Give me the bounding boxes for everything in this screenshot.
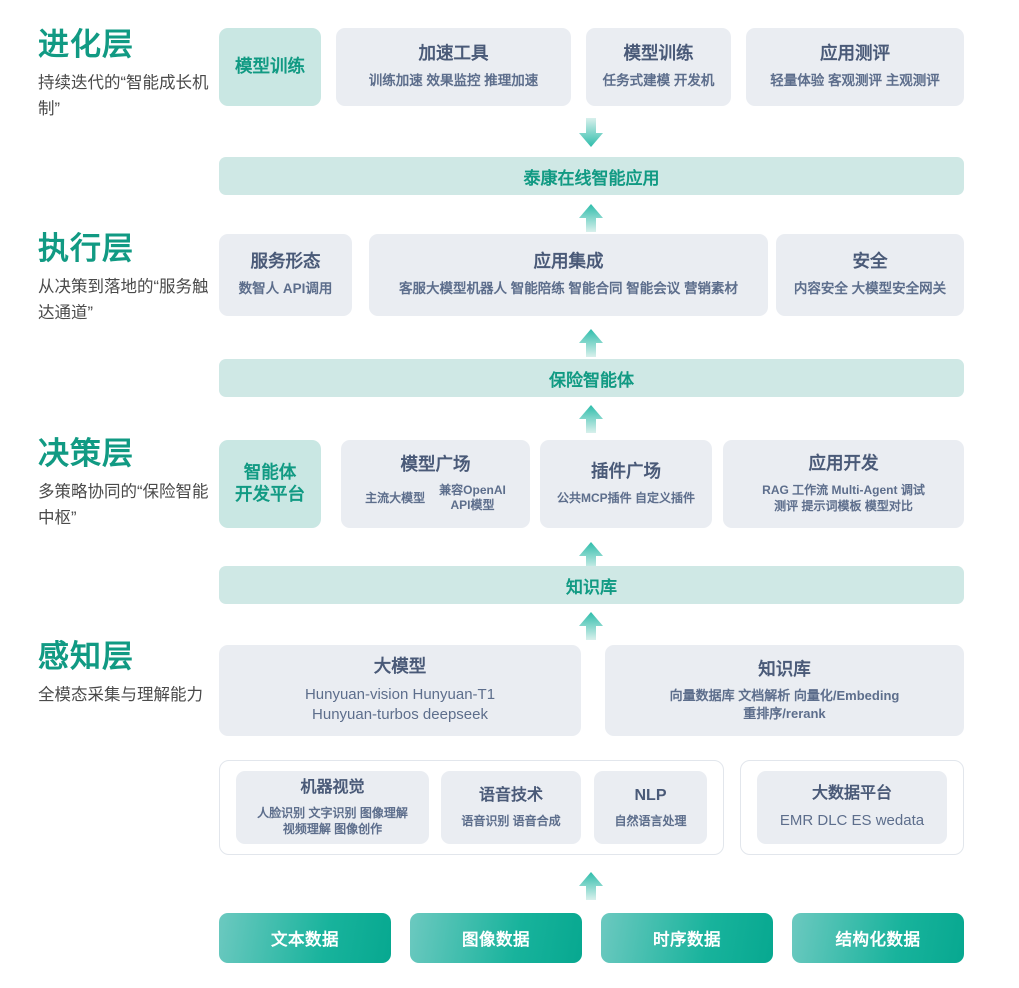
evolution-box-model-training-platform[interactable]: 模型训练 bbox=[219, 28, 321, 106]
data-chip-timeseries[interactable]: 时序数据 bbox=[601, 913, 773, 963]
execution-box-security[interactable]: 安全 内容安全 大模型安全网关 bbox=[776, 234, 964, 316]
chip-label: 图像数据 bbox=[462, 931, 530, 949]
box-subtitle: Hunyuan-vision Hunyuan-T1 Hunyuan-turbos… bbox=[304, 685, 496, 723]
box-subtitle: RAG 工作流 Multi-Agent 调试 测评 提示词模板 模型对比 bbox=[762, 483, 925, 514]
box-title: 大数据平台 bbox=[811, 784, 892, 802]
perception-box-large-model[interactable]: 大模型 Hunyuan-vision Hunyuan-T1 Hunyuan-tu… bbox=[219, 645, 581, 736]
box-subtitle-right: 兼容OpenAI API模型 bbox=[439, 482, 506, 513]
perception-box-big-data-platform[interactable]: 大数据平台 EMR DLC ES wedata bbox=[757, 771, 947, 844]
box-title: 模型广场 bbox=[400, 453, 471, 474]
layer-title: 执行层 bbox=[38, 231, 134, 266]
box-subtitle-row: 主流大模型 兼容OpenAI API模型 bbox=[365, 483, 506, 514]
layer-title: 决策层 bbox=[38, 436, 134, 471]
chip-label: 文本数据 bbox=[271, 931, 339, 949]
layer-label-perception: 感知层 全模态采集与理解能力 bbox=[38, 639, 213, 709]
perception-box-knowledge-base[interactable]: 知识库 向量数据库 文档解析 向量化/Embeding 重排序/rerank bbox=[605, 645, 964, 736]
layer-label-decision: 决策层 多策略协同的“保险智能中枢” bbox=[38, 436, 213, 531]
bar-knowledge-base[interactable]: 知识库 bbox=[219, 566, 964, 604]
box-subtitle: 公共MCP插件 自定义插件 bbox=[556, 491, 695, 506]
layer-title: 感知层 bbox=[38, 639, 134, 674]
data-chip-image[interactable]: 图像数据 bbox=[410, 913, 582, 963]
layer-subtitle: 持续迭代的“智能成长机制” bbox=[38, 74, 209, 118]
box-title: 模型训练 bbox=[235, 56, 305, 77]
perception-box-nlp[interactable]: NLP 自然语言处理 bbox=[594, 771, 707, 844]
box-title: 机器视觉 bbox=[300, 778, 365, 796]
box-title: 智能体 开发平台 bbox=[235, 462, 305, 504]
decision-box-model-plaza[interactable]: 模型广场 主流大模型 兼容OpenAI API模型 bbox=[341, 440, 530, 528]
perception-box-speech-technology[interactable]: 语音技术 语音识别 语音合成 bbox=[441, 771, 581, 844]
arrow-up-icon bbox=[577, 203, 605, 233]
box-title: 插件广场 bbox=[591, 461, 661, 482]
evolution-box-acceleration-tools[interactable]: 加速工具 训练加速 效果监控 推理加速 bbox=[336, 28, 571, 106]
box-title: 服务形态 bbox=[250, 251, 321, 272]
chip-label: 结构化数据 bbox=[835, 931, 921, 949]
layer-label-execution: 执行层 从决策到落地的“服务触达通道” bbox=[38, 231, 213, 326]
data-chip-text[interactable]: 文本数据 bbox=[219, 913, 391, 963]
box-subtitle: EMR DLC ES wedata bbox=[779, 811, 925, 829]
layer-subtitle: 全模态采集与理解能力 bbox=[38, 686, 203, 705]
box-subtitle: 自然语言处理 bbox=[614, 813, 687, 828]
execution-box-service-form[interactable]: 服务形态 数智人 API调用 bbox=[219, 234, 352, 316]
decision-box-plugin-plaza[interactable]: 插件广场 公共MCP插件 自定义插件 bbox=[540, 440, 712, 528]
chip-label: 时序数据 bbox=[653, 931, 721, 949]
box-subtitle: 人脸识别 文字识别 图像理解 视频理解 图像创作 bbox=[257, 805, 408, 836]
box-title: 模型训练 bbox=[623, 43, 694, 64]
layer-label-evolution: 进化层 持续迭代的“智能成长机制” bbox=[38, 27, 213, 122]
box-subtitle: 语音识别 语音合成 bbox=[461, 813, 561, 828]
arrow-up-icon bbox=[577, 541, 605, 571]
decision-box-application-development[interactable]: 应用开发 RAG 工作流 Multi-Agent 调试 测评 提示词模板 模型对… bbox=[723, 440, 964, 528]
box-subtitle: 轻量体验 客观测评 主观测评 bbox=[770, 73, 940, 89]
layer-subtitle: 从决策到落地的“服务触达通道” bbox=[38, 278, 209, 322]
box-title: 安全 bbox=[852, 251, 888, 272]
evolution-box-application-evaluation[interactable]: 应用测评 轻量体验 客观测评 主观测评 bbox=[746, 28, 964, 106]
arrow-down-icon bbox=[577, 118, 605, 148]
bar-label: 保险智能体 bbox=[549, 370, 634, 390]
arrow-up-icon bbox=[577, 611, 605, 641]
box-subtitle: 任务式建模 开发机 bbox=[602, 73, 715, 89]
bar-label: 知识库 bbox=[566, 577, 617, 597]
box-subtitle: 数智人 API调用 bbox=[238, 281, 333, 297]
box-title: 应用开发 bbox=[808, 453, 879, 474]
evolution-box-model-training[interactable]: 模型训练 任务式建模 开发机 bbox=[586, 28, 731, 106]
bar-label: 泰康在线智能应用 bbox=[523, 168, 660, 188]
decision-box-agent-dev-platform[interactable]: 智能体 开发平台 bbox=[219, 440, 321, 528]
box-subtitle-left: 主流大模型 bbox=[365, 490, 426, 505]
arrow-up-icon bbox=[577, 871, 605, 901]
box-subtitle: 向量数据库 文档解析 向量化/Embeding 重排序/rerank bbox=[669, 688, 900, 721]
box-title: 加速工具 bbox=[418, 43, 489, 64]
perception-box-machine-vision[interactable]: 机器视觉 人脸识别 文字识别 图像理解 视频理解 图像创作 bbox=[236, 771, 429, 844]
bar-insurance-agent[interactable]: 保险智能体 bbox=[219, 359, 964, 397]
layer-subtitle: 多策略协同的“保险智能中枢” bbox=[38, 483, 209, 527]
layer-title: 进化层 bbox=[38, 27, 134, 62]
bar-taikang-online-ai-application[interactable]: 泰康在线智能应用 bbox=[219, 157, 964, 195]
execution-box-application-integration[interactable]: 应用集成 客服大模型机器人 智能陪练 智能合同 智能会议 营销素材 bbox=[369, 234, 768, 316]
box-title: 语音技术 bbox=[478, 786, 543, 804]
box-title: 知识库 bbox=[758, 658, 811, 679]
data-chip-structured[interactable]: 结构化数据 bbox=[792, 913, 964, 963]
box-subtitle: 客服大模型机器人 智能陪练 智能合同 智能会议 营销素材 bbox=[398, 281, 738, 297]
box-title: 大模型 bbox=[373, 655, 427, 676]
box-title: 应用测评 bbox=[820, 43, 890, 64]
arrow-up-icon bbox=[577, 328, 605, 358]
box-title: NLP bbox=[634, 786, 667, 804]
box-title: 应用集成 bbox=[533, 251, 604, 272]
box-subtitle: 内容安全 大模型安全网关 bbox=[793, 281, 947, 297]
box-subtitle: 训练加速 效果监控 推理加速 bbox=[368, 73, 539, 89]
arrow-up-icon bbox=[577, 404, 605, 434]
